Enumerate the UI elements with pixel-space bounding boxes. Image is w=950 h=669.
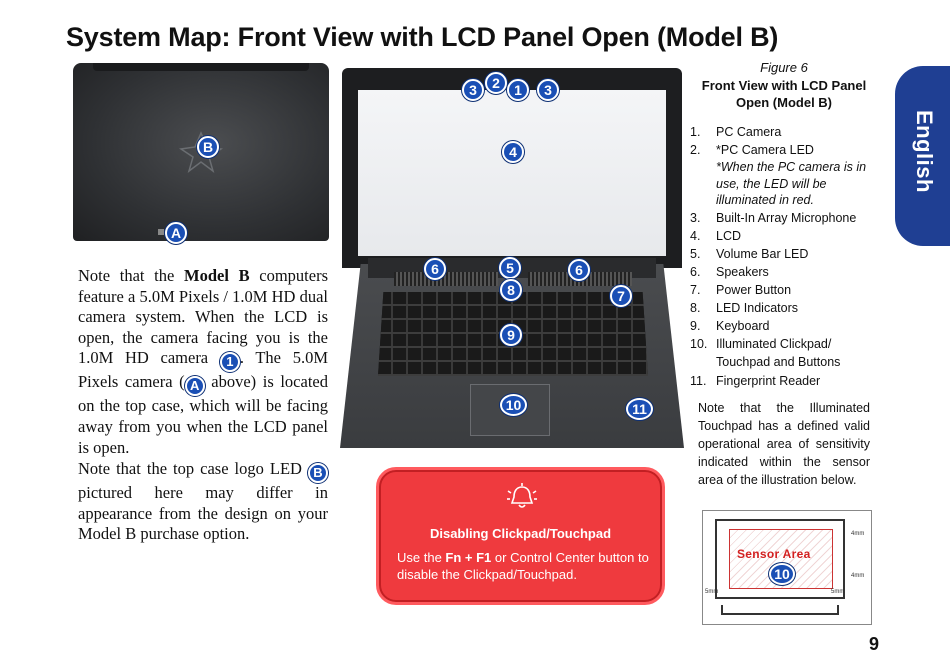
legend-number: 2. bbox=[690, 143, 701, 158]
component-legend: 1. PC Camera 2. *PC Camera LED *When the PC… bbox=[690, 123, 880, 390]
touchpad-note: Note that the Illuminated Touchpad has a… bbox=[698, 401, 870, 487]
inline-callout-badge: 1 bbox=[219, 352, 240, 373]
legend-label: LCD bbox=[716, 228, 742, 243]
legend-item: 1. PC Camera bbox=[690, 123, 880, 141]
top-case-camera bbox=[158, 229, 164, 235]
figure-title: Front View with LCD Panel Open (Model B) bbox=[701, 78, 867, 110]
legend-item: 5. Volume Bar LED bbox=[690, 245, 880, 263]
legend-label: *PC Camera LED bbox=[716, 143, 814, 158]
callout-badge: 8 bbox=[500, 279, 522, 301]
warning-text: or Control Center button to disable the … bbox=[397, 550, 649, 582]
warning-text: Use the bbox=[397, 550, 446, 565]
warning-title: Disabling Clickpad/Touchpad bbox=[429, 526, 612, 541]
legend-label: Keyboard bbox=[716, 319, 770, 334]
callout-badge: 3 bbox=[537, 79, 559, 101]
legend-label: Volume Bar LED bbox=[716, 246, 809, 261]
paragraph-text: above) is located on the top case, which… bbox=[78, 372, 328, 457]
legend-item: 2. *PC Camera LED *When the PC camera is i… bbox=[690, 141, 880, 209]
language-tab: English bbox=[895, 66, 950, 246]
callout-badge: 4 bbox=[502, 141, 524, 163]
lcd-bezel bbox=[342, 68, 682, 268]
legend-item: 7. Power Button bbox=[690, 281, 880, 299]
legend-label: Speakers bbox=[716, 264, 769, 279]
callout-badge: 6 bbox=[424, 258, 446, 280]
callout-badge: 10 bbox=[500, 394, 527, 416]
callout-badge: 2 bbox=[485, 72, 507, 94]
touchpad-outline bbox=[715, 519, 845, 599]
dimension-label: 5mm bbox=[831, 589, 845, 595]
legend-number: 4. bbox=[690, 228, 701, 243]
legend-number: 5. bbox=[690, 246, 701, 261]
inline-callout-badge: B bbox=[308, 463, 328, 483]
legend-item: 11. Fingerprint Reader bbox=[690, 372, 880, 390]
legend-label: Built-In Array Microphone bbox=[716, 210, 857, 225]
key-combo: Fn + F1 bbox=[445, 550, 492, 565]
page-number: 9 bbox=[869, 634, 880, 654]
callout-badge: 1 bbox=[507, 79, 529, 101]
callout-badge: B bbox=[197, 136, 219, 158]
paragraph-text: pictured here may differ in appearance f… bbox=[78, 483, 328, 544]
dimension-label: 4mm bbox=[851, 573, 865, 579]
paragraph-text: computers feature a 5.0M Pixels / 1.0M H… bbox=[78, 266, 328, 368]
callout-badge: 11 bbox=[626, 398, 653, 420]
warning-body: Use the Fn + F1 or Control Center button… bbox=[397, 549, 657, 583]
lcd-screen bbox=[358, 90, 666, 256]
model-name: Model B bbox=[184, 266, 250, 285]
callout-badge: 3 bbox=[462, 79, 484, 101]
paragraph-text: Note that the bbox=[78, 266, 184, 285]
legend-item: 3. Built-In Array Microphone bbox=[690, 209, 880, 227]
dimension-label: 4mm bbox=[851, 531, 865, 537]
legend-item: 8. LED Indicators bbox=[690, 299, 880, 317]
page-title: System Map: Front View with LCD Panel Op… bbox=[66, 22, 779, 52]
logo-led-note-paragraph: Note that the top case logo LED B pictur… bbox=[78, 459, 328, 545]
sensor-area-label: Sensor Area bbox=[737, 547, 811, 561]
callout-badge: 9 bbox=[500, 324, 522, 346]
legend-number: 7. bbox=[690, 283, 701, 298]
callout-badge: 10 bbox=[769, 563, 795, 585]
legend-number: 10. bbox=[690, 337, 708, 352]
legend-number: 6. bbox=[690, 264, 701, 279]
top-case-hinge bbox=[93, 63, 309, 71]
callout-badge: 6 bbox=[568, 259, 590, 281]
legend-number: 3. bbox=[690, 210, 701, 225]
touchpad-buttons bbox=[721, 605, 839, 615]
camera-note-paragraph: Note that the Model B computers feature … bbox=[78, 266, 328, 458]
inline-callout-badge: A bbox=[184, 376, 205, 397]
legend-label: LED Indicators bbox=[716, 301, 798, 316]
legend-item: 9. Keyboard bbox=[690, 317, 880, 335]
warning-box: Disabling Clickpad/Touchpad Use the Fn +… bbox=[376, 467, 665, 605]
legend-number: 8. bbox=[690, 301, 701, 316]
bell-alert-icon bbox=[507, 483, 537, 508]
language-tab-label: English bbox=[912, 110, 937, 193]
legend-label: PC Camera bbox=[716, 125, 782, 139]
legend-label: Illuminated Clickpad/ Touchpad and Butto… bbox=[716, 337, 841, 370]
paragraph-text: Note that the top case logo LED bbox=[78, 459, 308, 478]
legend-item: 6. Speakers bbox=[690, 263, 880, 281]
speaker-grille bbox=[394, 272, 498, 286]
callout-badge: 7 bbox=[610, 285, 632, 307]
legend-number: 11. bbox=[690, 373, 707, 388]
figure-label: Figure 6 bbox=[760, 60, 808, 75]
legend-number: 1. bbox=[690, 125, 701, 139]
sensor-area-illustration: Sensor Area 10 4mm 4mm 5mm 5mm bbox=[702, 510, 872, 625]
legend-label: Power Button bbox=[716, 283, 792, 298]
dimension-label: 5mm bbox=[705, 589, 719, 595]
paragraph-text: . The 5.0M Pixels camera ( bbox=[78, 348, 328, 392]
legend-number: 9. bbox=[690, 319, 701, 334]
legend-subnote: *When the PC camera is in use, the LED w… bbox=[716, 160, 867, 208]
callout-badge: A bbox=[165, 222, 187, 244]
legend-item: 10. Illuminated Clickpad/ Touchpad and Bu… bbox=[690, 335, 880, 371]
legend-item: 4. LCD bbox=[690, 227, 880, 245]
callout-badge: 5 bbox=[499, 257, 521, 279]
legend-label: Fingerprint Reader bbox=[716, 373, 821, 388]
